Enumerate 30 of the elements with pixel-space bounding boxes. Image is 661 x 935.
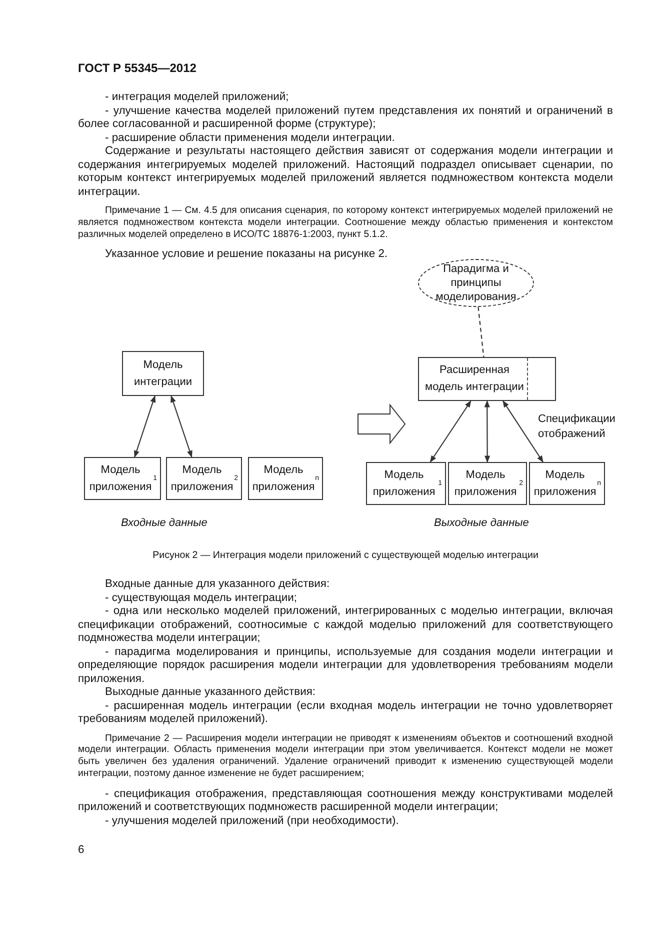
body-paragraph: Указанное условие и решение показаны на рисунке 2. [104,248,389,262]
double-headed-arrow [170,395,192,458]
figure-caption: Рисунок 2 — Интеграция модели приложений с существующей моделью интеграции [152,550,540,561]
body-paragraph: Выходные данные указанного действия: [104,686,317,700]
annotation-text: Спецификации отображений [538,412,616,442]
connector-line [478,306,484,358]
dashed-ellipse: Парадигма и принципы моделирования [418,259,534,307]
body-paragraph: - улучшения моделей приложений (при необходимости). [104,814,400,828]
process-box: Модель интеграции [122,351,204,396]
figure-part-label: Входные данные [121,516,208,531]
double-headed-arrow [484,400,490,463]
note-text: Примечание 1 — См. 4.5 для описания сценария, по которому контекст интегрируемых моделей приложений не является подмножеством контекста модели интеграции. Соотношение между областью применения и контекстом различных моделей определено в ИСО/ТС 18876-1:2003, пункт 5.1.2. [78,205,613,240]
body-paragraph: - расширенная модель интеграции (если входная модель интеграции не точно удовлетворяет требованиям моделей приложений). [78,700,613,726]
body-paragraph: - расширение области применения модели интеграции. [104,132,396,145]
process-box: Расширенная модель интеграции [418,357,556,401]
body-paragraph: - улучшение качества моделей приложений путем представления их понятий и ограничений в более согласованной и расширенной форме (структуре); [78,104,613,132]
page-number: 6 [78,843,84,858]
body-paragraph: - существующая модель интеграции; [104,592,298,605]
double-headed-arrow [502,400,544,463]
figure-part-label: Выходные данные [434,516,529,531]
document-header: ГОСТ Р 55345—2012 [78,61,196,76]
body-paragraph: Содержание и результаты настоящего действия зависят от содержания модели интеграции и содержания интегрируемых моделей приложений. Настоящий подраздел описывает сценарии, по которым контекст интегрируемых моделей приложений является подмножеством контекста модели интеграции. [78,145,613,199]
body-paragraph: - парадигма моделирования и принципы, используемые для создания модели интеграции и определяющие порядок расширения модели интеграции для удовлетворения требованиям модели приложения. [78,646,613,686]
body-paragraph: - спецификация отображения, представляющая соотношения между конструктивами моделей приложений и соответствующих подмножеств расширенной модели интеграции; [78,788,613,815]
double-headed-arrow [134,395,156,458]
body-paragraph: Входные данные для указанного действия: [104,578,331,592]
double-headed-arrow [430,400,472,463]
body-paragraph: - одна или несколько моделей приложений, интегрированных с моделью интеграции, включая спецификации отображений, соотносимые с каждой моделью приложений для соответствующего подмножества модели интеграции; [78,605,613,646]
note-text: Примечание 2 — Расширения модели интеграции не приводят к изменениям объектов и соотношений входной модели интеграции. Область применения модели интеграции при этом увеличивается. Контекст модели не может быть увеличен без удаления ограничений. Удаление ограничений приводит к изменению существующей модели интеграции, поэтому данное изменение не будет расширением; [78,732,613,780]
body-paragraph: - интеграция моделей приложений; [104,91,290,104]
